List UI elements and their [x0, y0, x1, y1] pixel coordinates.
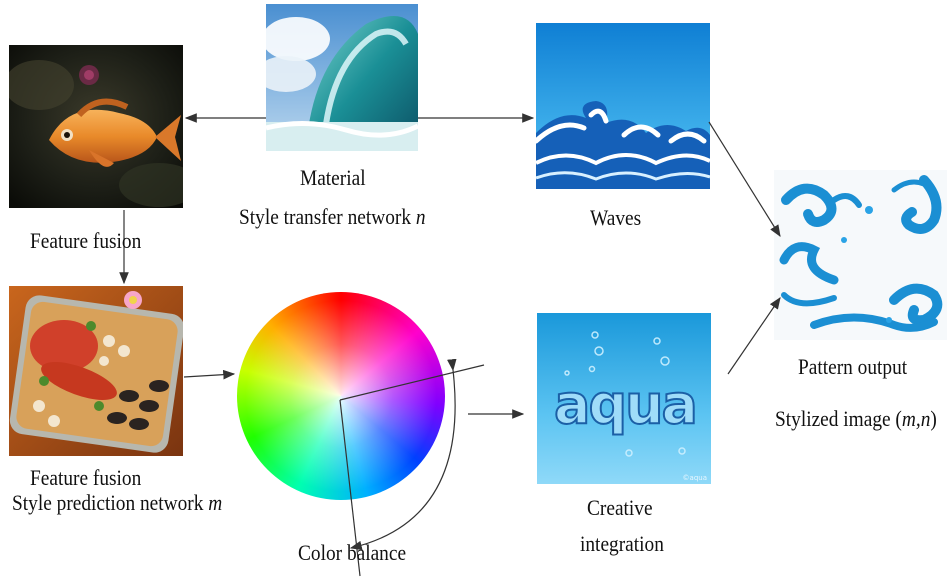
label-style-prediction: Style prediction network m — [12, 490, 222, 516]
arrow-seafood-to-wheel — [183, 369, 236, 380]
aqua-watermark: ©aqua — [682, 474, 707, 482]
color-balance-arc — [349, 358, 457, 551]
style-transfer-text: Style transfer network — [239, 204, 416, 229]
label-style-transfer: Style transfer network n — [239, 204, 426, 230]
label-material: Material — [300, 165, 366, 190]
stylized-image-prefix: Stylized image ( — [775, 406, 902, 431]
label-stylized-image: Stylized image (m,n) — [775, 406, 937, 432]
blue-swirl-pattern — [774, 170, 947, 340]
fish-photo — [9, 45, 183, 208]
label-waves: Waves — [590, 205, 642, 230]
aqua-text-art: aqua ©aqua — [537, 313, 711, 484]
ocean-wave-photo — [266, 4, 418, 151]
label-color-balance: Color balance — [298, 540, 407, 565]
aqua-text: aqua — [553, 373, 699, 436]
label-feature-fusion-bottom: Feature fusion — [30, 465, 142, 490]
wheel-radius-line-1 — [339, 364, 485, 401]
style-transfer-var: n — [415, 204, 426, 229]
arrow-aqua-to-pattern — [727, 297, 781, 375]
label-feature-fusion-top: Feature fusion — [30, 228, 142, 253]
waves-illustration — [536, 23, 710, 189]
label-creative: Creative — [587, 495, 653, 520]
seafood-platter-photo — [9, 286, 183, 456]
arrow-waves-to-pattern — [708, 121, 781, 238]
stylized-image-var: m,n — [901, 406, 931, 431]
label-integration: integration — [580, 531, 664, 556]
style-prediction-var: m — [208, 490, 223, 515]
style-prediction-text: Style prediction network — [12, 490, 209, 515]
stylized-image-suffix: ) — [930, 406, 937, 431]
label-pattern-output: Pattern output — [798, 354, 908, 379]
